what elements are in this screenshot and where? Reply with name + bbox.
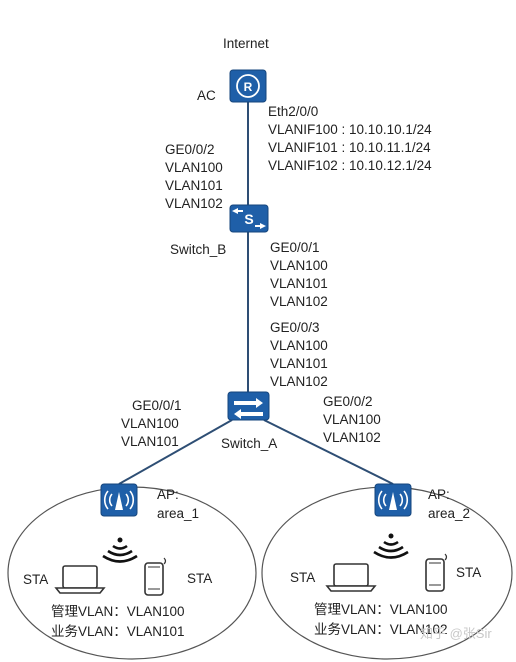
area-2-ap-name: area_2 <box>428 506 470 521</box>
switch-b-down-vlan-102: VLAN102 <box>270 294 328 309</box>
phone-signal-icon <box>163 557 167 565</box>
area-2-sta-left: STA <box>290 570 315 585</box>
switch-b-up-port: GE0/0/2 <box>165 142 215 157</box>
switch-a-left-vlan-100: VLAN100 <box>121 416 179 431</box>
switch-a-right-vlan-100: VLAN100 <box>323 412 381 427</box>
area-2-mgmt-vlan: 管理VLAN：VLAN100 <box>314 602 448 617</box>
area-1-ap-name: area_1 <box>157 506 199 521</box>
switch-a-up-port: GE0/0/3 <box>270 320 320 335</box>
switch-b-down-port: GE0/0/1 <box>270 240 320 255</box>
switch-a-label: Switch_A <box>221 436 277 451</box>
internet-label: Internet <box>223 36 269 51</box>
ac-vlanif-100: VLANIF100 : 10.10.10.1/24 <box>268 122 432 137</box>
area-1-sta-left: STA <box>23 572 48 587</box>
area-2-ap-label: AP: <box>428 487 450 502</box>
link-switch-a-ap-2 <box>263 419 394 485</box>
switch-b-label: Switch_B <box>170 242 226 257</box>
laptop-icon <box>325 563 377 592</box>
link-switch-a-ap-1 <box>118 419 233 485</box>
wifi-icon <box>373 533 409 559</box>
router-icon[interactable]: R <box>229 69 267 103</box>
ac-vlanif-102: VLANIF102 : 10.10.12.1/24 <box>268 158 432 173</box>
switch-a-up-vlan-101: VLAN101 <box>270 356 328 371</box>
area-1-mgmt-vlan: 管理VLAN：VLAN100 <box>51 604 185 619</box>
ac-interface: Eth2/0/0 <box>268 104 318 119</box>
mobile-phone-icon <box>144 562 164 596</box>
switch-a-left-vlan-101: VLAN101 <box>121 434 179 449</box>
switch-icon[interactable] <box>227 391 270 421</box>
switch-a-up-vlan-100: VLAN100 <box>270 338 328 353</box>
laptop-icon <box>54 565 106 594</box>
wifi-icon <box>102 537 138 563</box>
area-2-sta-right: STA <box>456 565 481 580</box>
svg-text:R: R <box>244 80 253 94</box>
ac-label: AC <box>197 88 216 103</box>
switch-icon[interactable]: S <box>229 204 269 233</box>
access-point-icon[interactable] <box>100 483 138 517</box>
switch-b-down-vlan-100: VLAN100 <box>270 258 328 273</box>
switch-a-right-vlan-102: VLAN102 <box>323 430 381 445</box>
phone-signal-icon <box>444 553 448 561</box>
switch-b-up-vlan-100: VLAN100 <box>165 160 223 175</box>
area-1-service-vlan: 业务VLAN：VLAN101 <box>51 624 185 639</box>
area-1-sta-right: STA <box>187 571 212 586</box>
switch-b-down-vlan-101: VLAN101 <box>270 276 328 291</box>
area-1-ap-label: AP: <box>157 487 179 502</box>
mobile-phone-icon <box>425 558 445 592</box>
switch-a-right-port: GE0/0/2 <box>323 394 373 409</box>
access-point-icon[interactable] <box>374 483 412 517</box>
area-2-service-vlan: 业务VLAN：VLAN102 <box>314 622 448 637</box>
switch-b-up-vlan-102: VLAN102 <box>165 196 223 211</box>
switch-a-left-port: GE0/0/1 <box>132 398 182 413</box>
ac-vlanif-101: VLANIF101 : 10.10.11.1/24 <box>268 140 431 155</box>
svg-text:S: S <box>244 211 253 227</box>
switch-b-up-vlan-101: VLAN101 <box>165 178 223 193</box>
switch-a-up-vlan-102: VLAN102 <box>270 374 328 389</box>
watermark: 知乎 @张Sir <box>420 626 492 641</box>
